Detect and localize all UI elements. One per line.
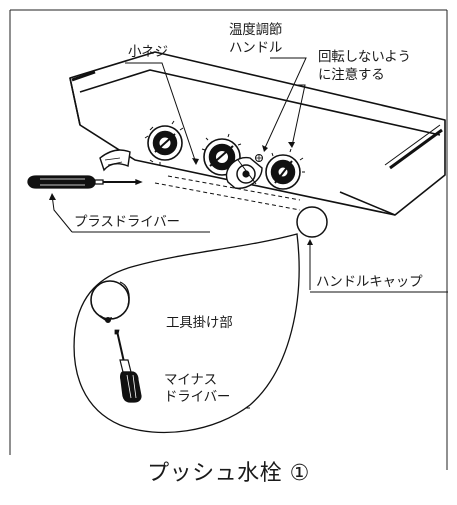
label-phillips-screwdriver: プラスドライバー [74, 214, 180, 230]
flat-screwdriver [114, 329, 142, 403]
label-caution-line1: 回転しないよう [318, 49, 411, 65]
cap-detail [90, 280, 130, 323]
border [9, 9, 448, 470]
label-flat-screwdriver-line1: マイナス [164, 372, 217, 388]
pipe [99, 149, 131, 172]
diagram-caption: プッシュ水栓 ① [147, 461, 310, 486]
handle-cap [296, 206, 328, 238]
guide-lines [154, 175, 301, 211]
faucet-body [69, 51, 446, 216]
phillips-screwdriver [27, 175, 143, 189]
left-knob [144, 120, 184, 165]
label-caution-line2: に注意する [318, 67, 385, 83]
right-knob [265, 148, 305, 190]
label-temperature-handle-line2: ハンドル [229, 40, 283, 56]
label-small-screw: 小ネジ [128, 44, 168, 60]
label-flat-screwdriver-line2: ドライバー [164, 389, 231, 405]
temperature-handle-knob [225, 154, 263, 189]
label-temperature-handle-line1: 温度調節 [229, 22, 283, 38]
label-handle-cap: ハンドルキャップ [316, 274, 423, 290]
label-tool-hook: 工具掛け部 [166, 315, 233, 331]
